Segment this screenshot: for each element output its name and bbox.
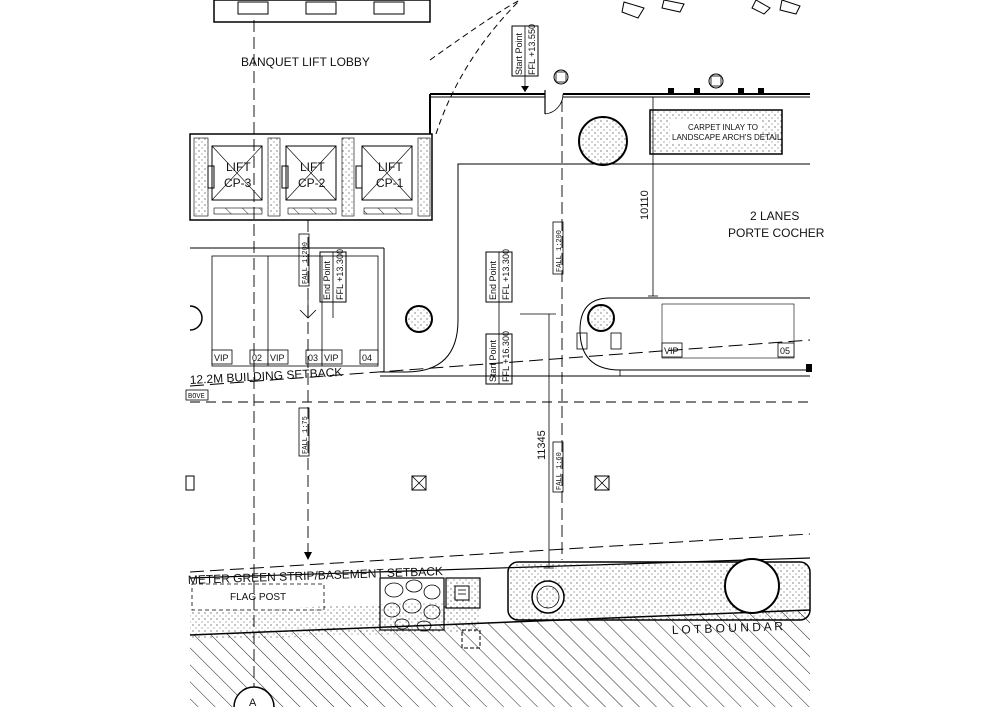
lot-boundary-label: L O T B O U N D A R: [672, 619, 784, 637]
carpet-inlay-line2: LANDSCAPE ARCH'S DETAIL: [672, 133, 782, 142]
lobby-top-structure: [213, 0, 431, 23]
small-tags-mid: [576, 332, 622, 350]
level-end-left-line1: End Point: [322, 260, 332, 300]
lift-cp3-line2: CP-3: [224, 176, 252, 190]
level-tag-start-mid: Start Point FFL +16.300: [485, 331, 513, 385]
planter-strip: [507, 558, 811, 621]
door-markers: [553, 69, 764, 94]
column-markers: [185, 475, 610, 491]
level-start-top-line2: FFL +13.550: [527, 24, 537, 75]
fall-tag-3: FALL 1:75: [298, 407, 310, 457]
fall-3-text: FALL 1:75: [302, 416, 310, 454]
fall-tag-4: FALL 1:60: [552, 441, 564, 493]
section-marker-text: A: [249, 697, 257, 707]
level-tag-start-top: Start Point FFL +13.550: [511, 24, 539, 92]
bay-05: 05: [780, 346, 790, 356]
flag-post-label: FLAG POST: [230, 592, 286, 603]
round-planter-top: [578, 116, 628, 166]
level-start-mid-line2: FFL +16.300: [501, 331, 511, 382]
section-marker: A: [233, 686, 275, 707]
furniture-top-right: [621, 0, 801, 19]
parking-bays-left: [189, 247, 385, 372]
dimension-11345-text: 11345: [536, 430, 548, 460]
bay-02: 02: [252, 353, 262, 363]
carpet-inlay-box: [649, 109, 783, 155]
porte-cochere-line2: PORTE COCHER: [728, 226, 825, 240]
electrical-box: [445, 577, 481, 649]
fall-tag-1: FALL 1:200: [298, 233, 310, 287]
lift-cores: [189, 133, 433, 221]
bay-vip-3: VIP: [324, 353, 339, 363]
dimension-10110: 10110: [639, 96, 658, 297]
building-setback-label: 12.2M BUILDING SETBACK: [189, 365, 342, 387]
bay-03: 03: [308, 353, 318, 363]
bay-tags: [211, 342, 795, 365]
lobby-wall: [429, 0, 810, 135]
fall-2-text: FALL 1:200: [556, 230, 564, 272]
level-tag-end-mid: End Point FFL +13.300: [485, 249, 513, 334]
dimension-10110-text: 10110: [639, 190, 651, 220]
dimension-11345: 11345: [520, 313, 556, 569]
lift-cp2-line2: CP-2: [298, 176, 326, 190]
lift-cp3-line1: LIFT: [226, 160, 251, 174]
bay-vip-2: VIP: [270, 353, 285, 363]
fall-4-text: FALL 1:60: [556, 452, 564, 490]
stone-feature: [379, 577, 445, 632]
level-start-top-line1: Start Point: [514, 32, 524, 75]
level-start-mid-line1: Start Point: [488, 339, 498, 382]
round-planter-mid-left: [405, 305, 433, 333]
green-strip-label: METER GREEN STRIP/BASEMENT SETBACK: [188, 564, 444, 587]
setback-lines: [185, 339, 811, 403]
carpet-inlay-line1: CARPET INLAY TO: [688, 123, 758, 132]
round-planter-mid-right: [587, 304, 615, 332]
banquet-lobby-label: BANQUET LIFT LOBBY: [241, 55, 370, 69]
lift-cp1-line2: CP-1: [376, 176, 404, 190]
grid-lines: [253, 20, 563, 707]
level-end-mid-line2: FFL +13.300: [501, 249, 511, 300]
fall-1-text: FALL 1:200: [302, 242, 310, 284]
porte-cochere-drive: [380, 163, 812, 377]
level-tag-end-left: End Point FFL +13.300: [319, 249, 347, 318]
bay-04: 04: [362, 353, 372, 363]
lift-cp1-line1: LIFT: [378, 160, 403, 174]
above-tag: BOVE: [188, 393, 205, 401]
level-end-mid-line1: End Point: [488, 260, 498, 300]
bay-vip-4: VIP: [664, 346, 679, 356]
porte-cochere-line1: 2 LANES: [750, 209, 799, 223]
fall-tag-2: FALL 1:200: [552, 221, 564, 275]
lift-cp2-line1: LIFT: [300, 160, 325, 174]
bay-vip-1: VIP: [214, 353, 229, 363]
level-end-left-line2: FFL +13.300: [335, 249, 345, 300]
